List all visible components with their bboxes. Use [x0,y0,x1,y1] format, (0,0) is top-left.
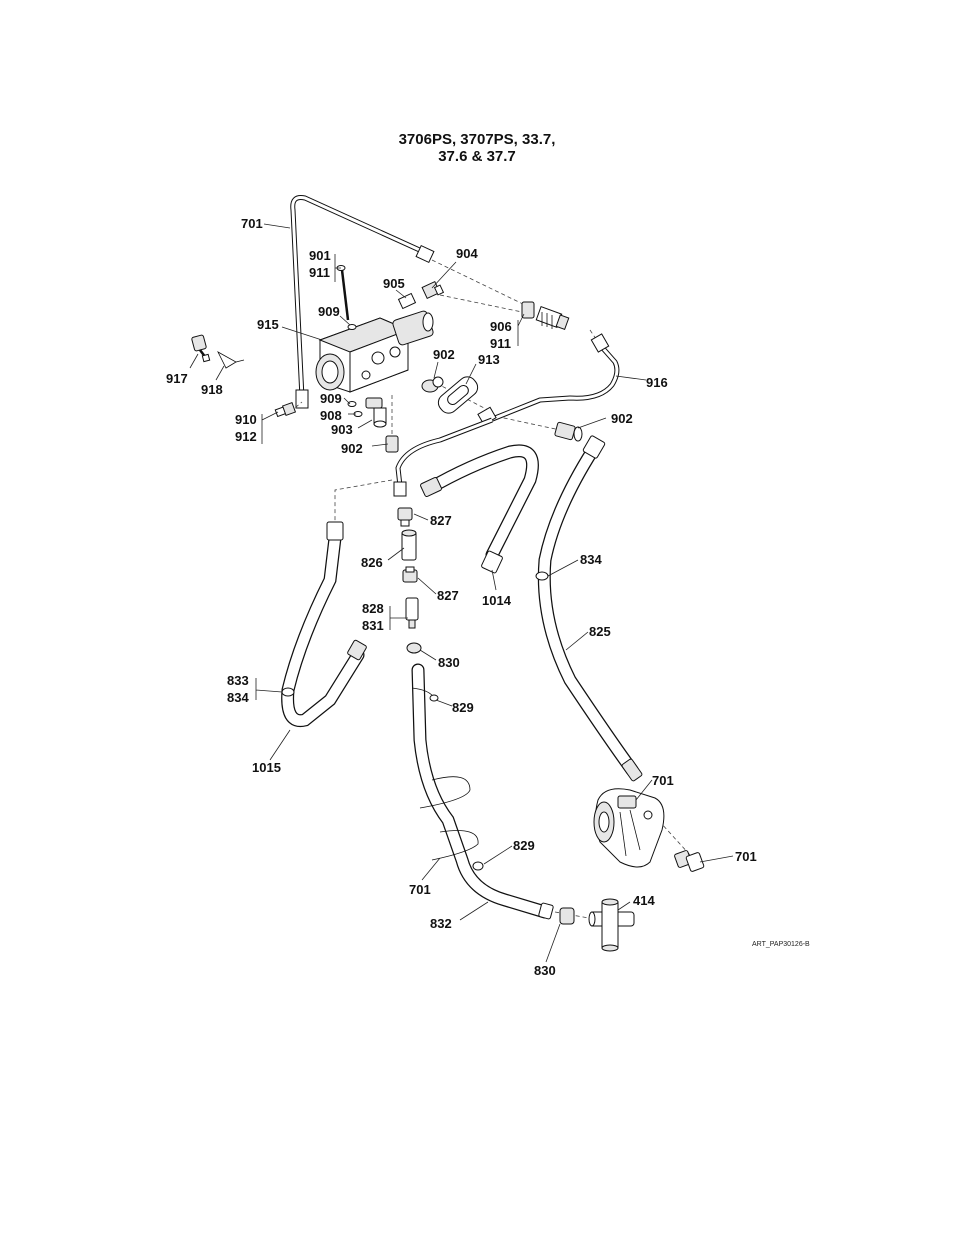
callout-834-a: 834 [580,552,602,567]
callout-labels: 701 901 911 904 905 909 915 906 911 902 … [166,216,810,978]
callout-833: 833 [227,673,249,688]
switch-917 [191,335,209,362]
elbow-701 [674,850,704,872]
callout-902-c: 902 [611,411,633,426]
callout-830-a: 830 [438,655,460,670]
tee-fitting-414 [589,899,634,951]
callout-908: 908 [320,408,342,423]
callout-916: 916 [646,375,668,390]
clamp-830-top [407,643,421,653]
fitting-905 [399,294,416,309]
steering-pump-701 [594,789,664,867]
callout-826: 826 [361,555,383,570]
callout-827-b: 827 [437,588,459,603]
callout-701-clip: 701 [409,882,431,897]
hose-1015 [288,522,367,721]
callout-902-a: 902 [433,347,455,362]
callout-829-a: 829 [452,700,474,715]
callout-701-pump: 701 [652,773,674,788]
callout-909-a: 909 [318,304,340,319]
fitting-827-top [398,508,412,526]
fitting-904 [422,282,443,299]
elbow-903 [366,398,386,427]
callout-913: 913 [478,352,500,367]
hose-832 [418,670,554,919]
callout-831: 831 [362,618,384,633]
callout-902-b: 902 [341,441,363,456]
callout-912: 912 [235,429,257,444]
clamp-829-bottom [473,862,483,870]
washer-909-top [348,325,356,330]
callout-1015: 1015 [252,760,281,775]
hose-825 [544,435,642,781]
callout-901: 901 [309,248,331,263]
callout-909-b: 909 [320,391,342,406]
callout-825: 825 [589,624,611,639]
clamp-833 [282,688,294,696]
callout-701-top: 701 [241,216,263,231]
fitting-910 [275,403,295,417]
clip-918 [218,352,244,368]
control-valve-915 [316,310,434,392]
callout-918: 918 [201,382,223,397]
callout-906: 906 [490,319,512,334]
callout-830-b: 830 [534,963,556,978]
callout-414: 414 [633,893,655,908]
callout-917: 917 [166,371,188,386]
washer-909-bottom [348,402,356,407]
clamp-834 [536,572,548,580]
callout-911-a: 911 [309,265,330,280]
callout-829-b: 829 [513,838,535,853]
adapter-828 [406,598,418,628]
fitting-906 [522,302,569,329]
fitting-902-c [554,422,582,441]
filter-826 [402,530,416,560]
callout-910: 910 [235,412,257,427]
callout-834-b: 834 [227,690,249,705]
art-reference-code: ART_PAP30126-B [752,941,810,948]
callout-832: 832 [430,916,452,931]
callout-903: 903 [331,422,353,437]
callout-701-elbow: 701 [735,849,757,864]
elbow-902-a [422,377,443,392]
callout-1014: 1014 [482,593,512,608]
callout-827-a: 827 [430,513,452,528]
fitting-827-bottom [403,567,417,582]
clamp-830-bottom [560,908,574,924]
callout-905: 905 [383,276,405,291]
callout-915: 915 [257,317,279,332]
callout-828: 828 [362,601,384,616]
callout-911-b: 911 [490,336,511,351]
callout-904: 904 [456,246,478,261]
